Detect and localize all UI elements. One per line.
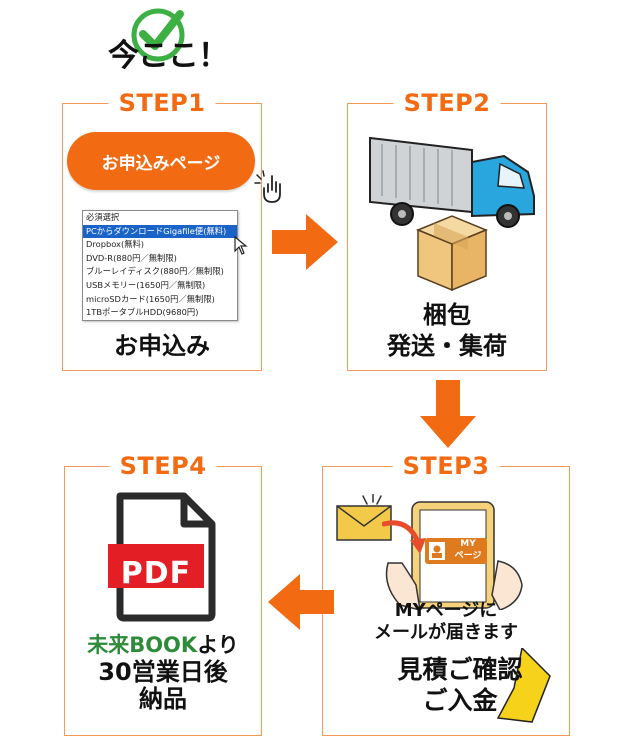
step2-label: 梱包 発送・集荷 [347, 300, 547, 362]
step3-message-line2: メールが届きます [374, 622, 518, 643]
arrow-left-icon [268, 574, 334, 630]
step2-label-line2: 発送・集荷 [387, 332, 507, 360]
dropdown-option[interactable]: ブルーレイディスク(880円／無制限) [86, 266, 224, 277]
step2-title: STEP2 [393, 87, 501, 119]
step1-title: STEP1 [108, 87, 216, 119]
step4-title: STEP4 [109, 450, 217, 482]
step3-big-line1: 見積ご確認 [397, 655, 523, 684]
step3-message-line1: MYページに [394, 600, 498, 621]
package-box-icon [416, 215, 488, 292]
step4-label-line1: 未来BOOKより [64, 632, 262, 659]
curved-arrow-icon [382, 520, 426, 554]
step3-message: MYページに メールが届きます [322, 600, 570, 644]
pdf-label: PDF [120, 556, 192, 591]
step4-label-line3: 納品 [139, 685, 187, 713]
my-page-badge-line2: ページ [454, 551, 482, 561]
dropdown-option[interactable]: microSDカード(1650円／無制限) [86, 293, 215, 304]
step4-brand-text: 未来BOOK [87, 633, 198, 657]
dropdown-option[interactable]: USBメモリー(1650円／無制限) [86, 279, 206, 290]
truck-icon [369, 136, 535, 228]
cursor-icon [234, 236, 248, 255]
step3-title: STEP3 [392, 450, 500, 482]
dropdown-option[interactable]: DVD-R(880円／無制限) [86, 252, 177, 263]
step4-label: 未来BOOKより 30営業日後 納品 [64, 632, 262, 713]
dropdown-option[interactable]: 必須選択 [86, 212, 120, 222]
tap-hand-icon [254, 170, 281, 203]
dropdown-option[interactable]: 1TBポータブルHDD(9680円) [86, 307, 199, 318]
highlight-ribbon-icon [496, 648, 551, 723]
my-page-badge-text: MY ページ [450, 538, 486, 562]
step4-label-line2: 30営業日後 [98, 658, 228, 686]
step4-suffix-text: より [197, 633, 239, 657]
check-circle-icon [131, 8, 185, 62]
dropdown-option[interactable]: Dropbox(無料) [86, 239, 145, 250]
hand-icon [385, 560, 523, 610]
arrow-down-icon [420, 380, 476, 448]
my-page-badge-line1: MY [460, 539, 476, 549]
apply-page-button[interactable]: お申込みページ [67, 132, 255, 190]
now-here-badge: 今ここ！ [108, 38, 229, 74]
dropdown-option[interactable]: PCからダウンロードGigafile便(無料) [83, 224, 237, 239]
step2-label-line1: 梱包 [423, 301, 471, 329]
my-page-badge-icon [425, 538, 487, 564]
step3-big-line2: ご入金 [422, 686, 498, 715]
step3-big-label: 見積ご確認 ご入金 [370, 654, 550, 716]
step1-label: お申込み [114, 332, 210, 360]
pdf-file-icon [108, 492, 216, 622]
delivery-method-dropdown[interactable]: 必須選択 PCからダウンロードGigafile便(無料)Dropbox(無料) DV… [82, 210, 238, 321]
arrow-right-icon [272, 214, 338, 270]
